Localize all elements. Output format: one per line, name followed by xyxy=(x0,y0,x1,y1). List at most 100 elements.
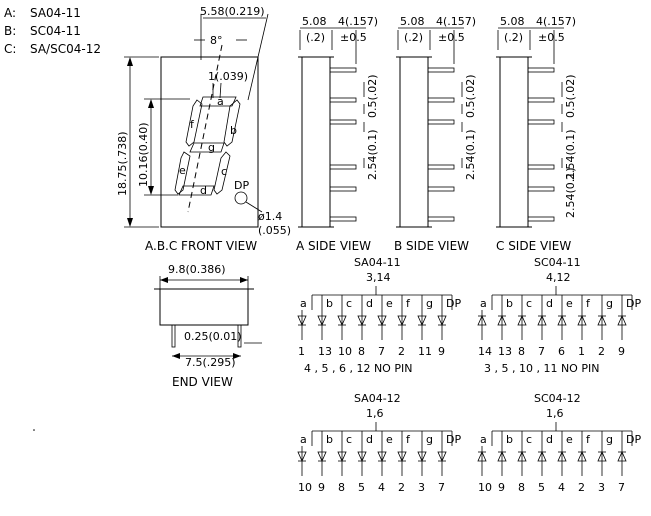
pin-number: 10 xyxy=(298,481,312,494)
led-diode xyxy=(437,315,447,326)
segment-label: c xyxy=(526,433,532,446)
side-pin xyxy=(427,97,455,103)
side-pin-pitch: 2.54(0.1) xyxy=(366,129,379,180)
segment-label: DP xyxy=(626,433,641,446)
side-pin-thickness: 0.5(.02) xyxy=(464,74,477,118)
segment-label: DP xyxy=(446,297,461,310)
seg-label-e: e xyxy=(179,164,186,177)
led-diode xyxy=(617,315,627,326)
pin-number: 9 xyxy=(318,481,325,494)
led-diode xyxy=(317,315,327,326)
led-diode xyxy=(337,451,347,462)
pin-number: 7 xyxy=(378,345,385,358)
segment-label: a xyxy=(480,433,487,446)
led-diode xyxy=(537,451,547,462)
segment-label: a xyxy=(300,433,307,446)
seg-label-d: d xyxy=(200,184,207,197)
segment-d xyxy=(178,185,215,196)
segment-label: d xyxy=(366,433,373,446)
side-depth: 5.08 xyxy=(400,15,425,28)
pin-number: 3 xyxy=(598,481,605,494)
segment-label: f xyxy=(586,297,591,310)
segment-label: e xyxy=(566,433,573,446)
segment-label: b xyxy=(506,433,513,446)
side-pin xyxy=(427,216,455,222)
side-body xyxy=(301,56,331,228)
led-diode xyxy=(297,315,307,326)
pin-number: 9 xyxy=(498,481,505,494)
led-diode xyxy=(397,451,407,462)
side-depth-inch: (.2) xyxy=(504,31,523,44)
led-diode xyxy=(577,315,587,326)
side-pin xyxy=(427,164,455,170)
schematic-title: SA04-11 xyxy=(354,256,401,269)
pin-number: 11 xyxy=(418,345,432,358)
side-pin-length: 4(.157) xyxy=(338,15,378,28)
side-body xyxy=(399,56,429,228)
side-pin-pitch-2: 2.54(0.1) xyxy=(564,167,577,218)
segment-label: c xyxy=(346,433,352,446)
led-diode xyxy=(377,451,387,462)
dp-label: DP xyxy=(234,179,249,192)
segment-label: e xyxy=(566,297,573,310)
side-tolerance: ±0.5 xyxy=(340,31,367,44)
seg-label-b: b xyxy=(230,124,237,137)
end-pin-right xyxy=(237,324,242,348)
side-pin xyxy=(527,186,555,192)
segment-label: c xyxy=(346,297,352,310)
seg-label-c: c xyxy=(221,165,227,178)
led-diode xyxy=(517,315,527,326)
pin-number: 13 xyxy=(318,345,332,358)
end-view-label: END VIEW xyxy=(172,375,233,389)
legend-c-key: C: xyxy=(4,42,16,56)
side-depth: 5.08 xyxy=(302,15,327,28)
segment-label: c xyxy=(526,297,532,310)
segment-label: g xyxy=(426,297,433,310)
side-body xyxy=(499,56,529,228)
side-pin xyxy=(329,119,357,125)
led-diode xyxy=(477,315,487,326)
front-top-dimension: 5.58(0.219) xyxy=(200,5,265,18)
side-pin xyxy=(329,186,357,192)
led-diode xyxy=(517,451,527,462)
seg-label-a: a xyxy=(217,95,224,108)
side-pin xyxy=(527,119,555,125)
side-pin xyxy=(527,97,555,103)
side-pin xyxy=(427,119,455,125)
digit-height: 10.16(0.40) xyxy=(137,122,150,187)
dp-diameter: ø1.4 xyxy=(258,210,282,223)
led-diode xyxy=(337,315,347,326)
side-pin-thickness: 0.5(.02) xyxy=(564,74,577,118)
front-body-outline xyxy=(160,56,259,228)
segment-label: g xyxy=(606,433,613,446)
no-pin-note: 3 , 5 , 10 , 11 NO PIN xyxy=(484,362,599,375)
led-diode xyxy=(417,451,427,462)
pin-number: 2 xyxy=(398,345,405,358)
pin-number: 8 xyxy=(338,481,345,494)
pin-number: 9 xyxy=(438,345,445,358)
led-diode xyxy=(417,315,427,326)
segment-b xyxy=(223,99,241,147)
pin-number: 7 xyxy=(618,481,625,494)
segment-label: f xyxy=(406,433,411,446)
pin-number: 1 xyxy=(298,345,305,358)
pin-number: 14 xyxy=(478,345,492,358)
led-diode xyxy=(617,451,627,462)
common-pins: 4,12 xyxy=(546,271,571,284)
segment-label: e xyxy=(386,297,393,310)
segment-label: g xyxy=(606,297,613,310)
segment-label: b xyxy=(326,297,333,310)
side-pin xyxy=(427,186,455,192)
segment-width-label: 1(.039) xyxy=(208,70,248,83)
side-pin-length: 4(.157) xyxy=(536,15,576,28)
front-view-label: A.B.C FRONT VIEW xyxy=(145,239,257,253)
segment-g xyxy=(189,142,225,153)
led-diode xyxy=(437,451,447,462)
seg-label-g: g xyxy=(208,141,215,154)
decimal-point xyxy=(234,191,248,205)
legend-b-key: B: xyxy=(4,24,16,38)
side-depth: 5.08 xyxy=(500,15,525,28)
